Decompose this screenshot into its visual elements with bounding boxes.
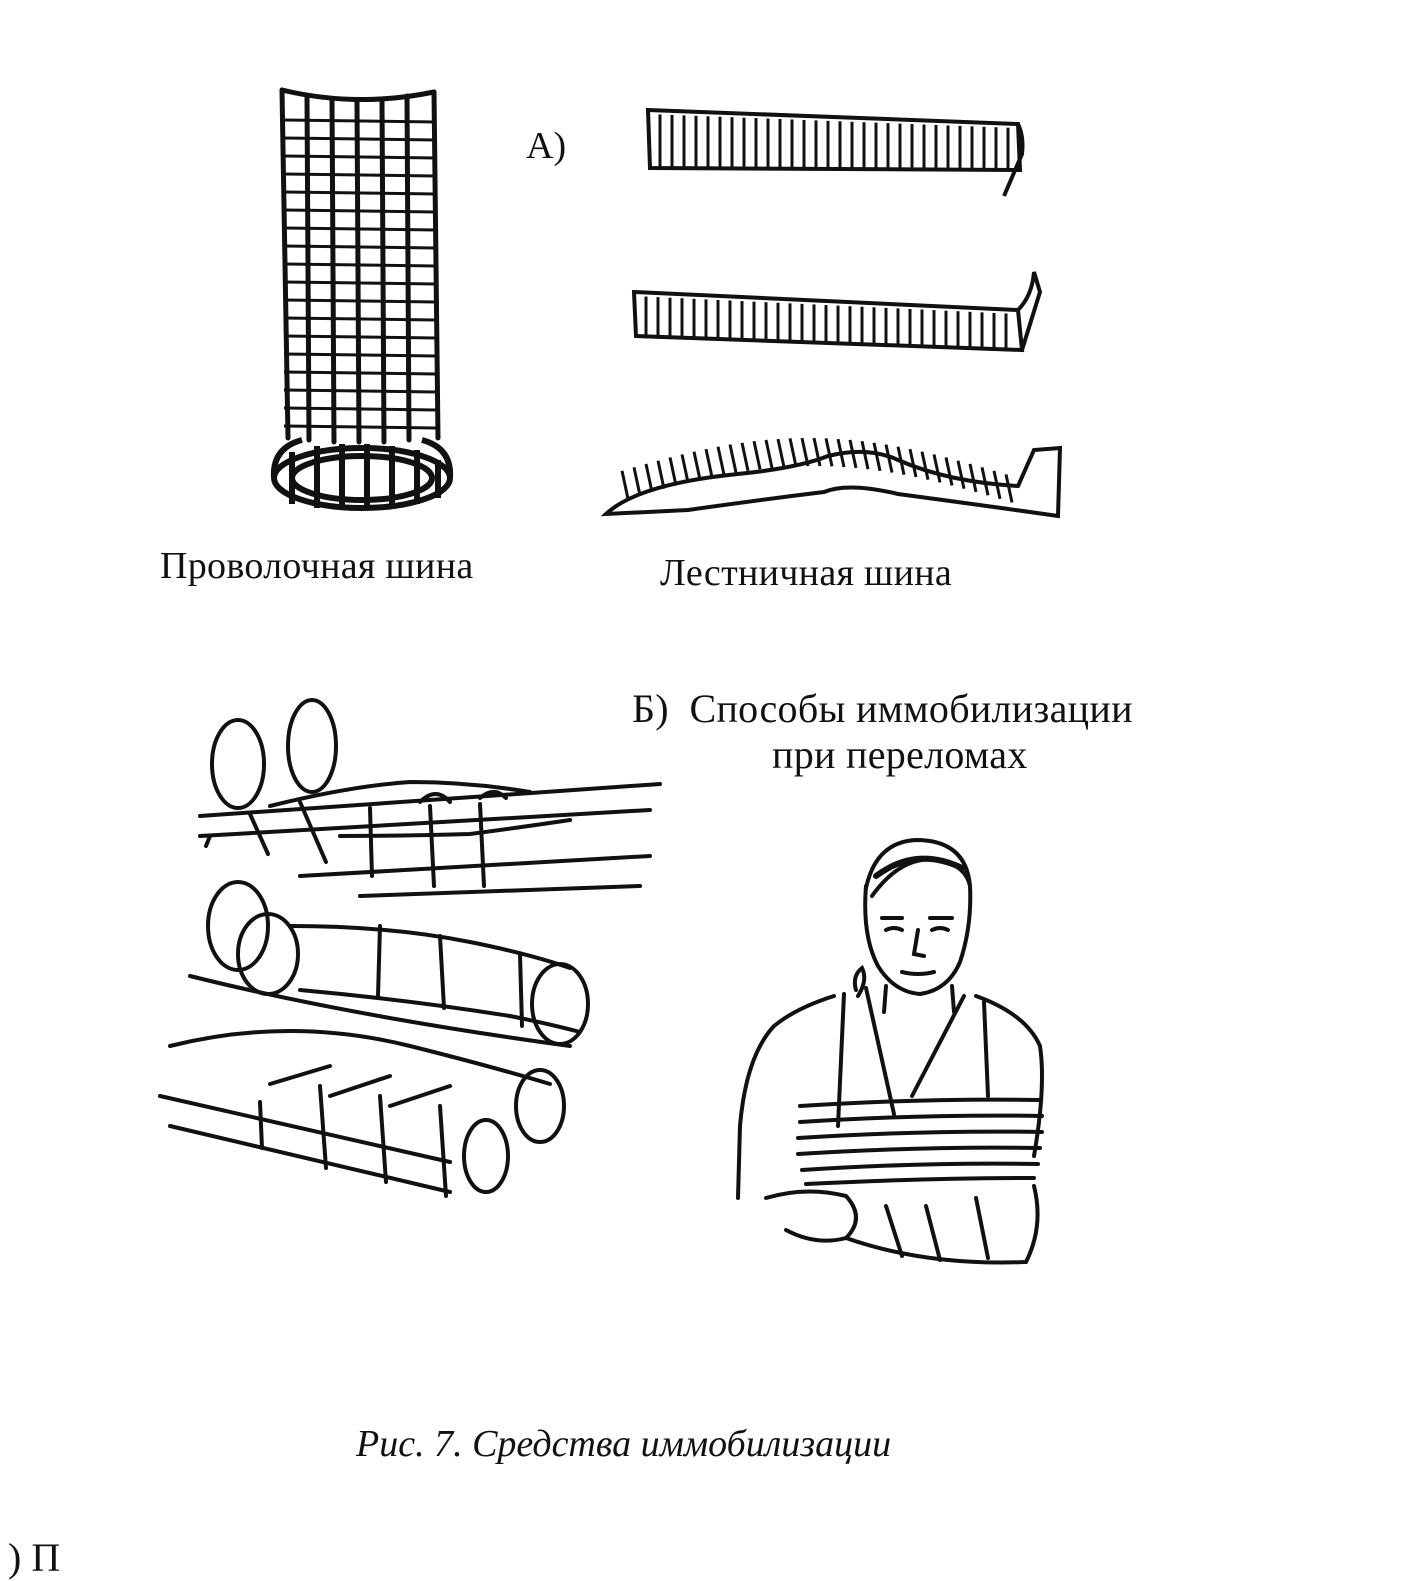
section-a-label: А) <box>526 125 567 167</box>
figure-caption: Рис. 7. Средства иммобилизации <box>356 1423 892 1465</box>
ladder-splint-caption: Лестничная шина <box>660 552 953 594</box>
section-b-title-line1: Б) Способы иммобилизации <box>632 685 1133 732</box>
ladder-splint-illustration <box>600 107 1063 519</box>
wire-splint-caption: Проволочная шина <box>160 545 474 587</box>
section-b-label: Б) <box>632 686 669 731</box>
leg-immobilization-illustration <box>158 698 662 1198</box>
arm-immobilization-illustration <box>736 837 1044 1265</box>
section-b-title-text: Способы иммобилизации <box>689 686 1133 731</box>
cut-off-text: ) П <box>8 1535 61 1580</box>
section-b-title-line2: при переломах <box>772 732 1028 777</box>
wire-splint-illustration <box>270 87 454 511</box>
